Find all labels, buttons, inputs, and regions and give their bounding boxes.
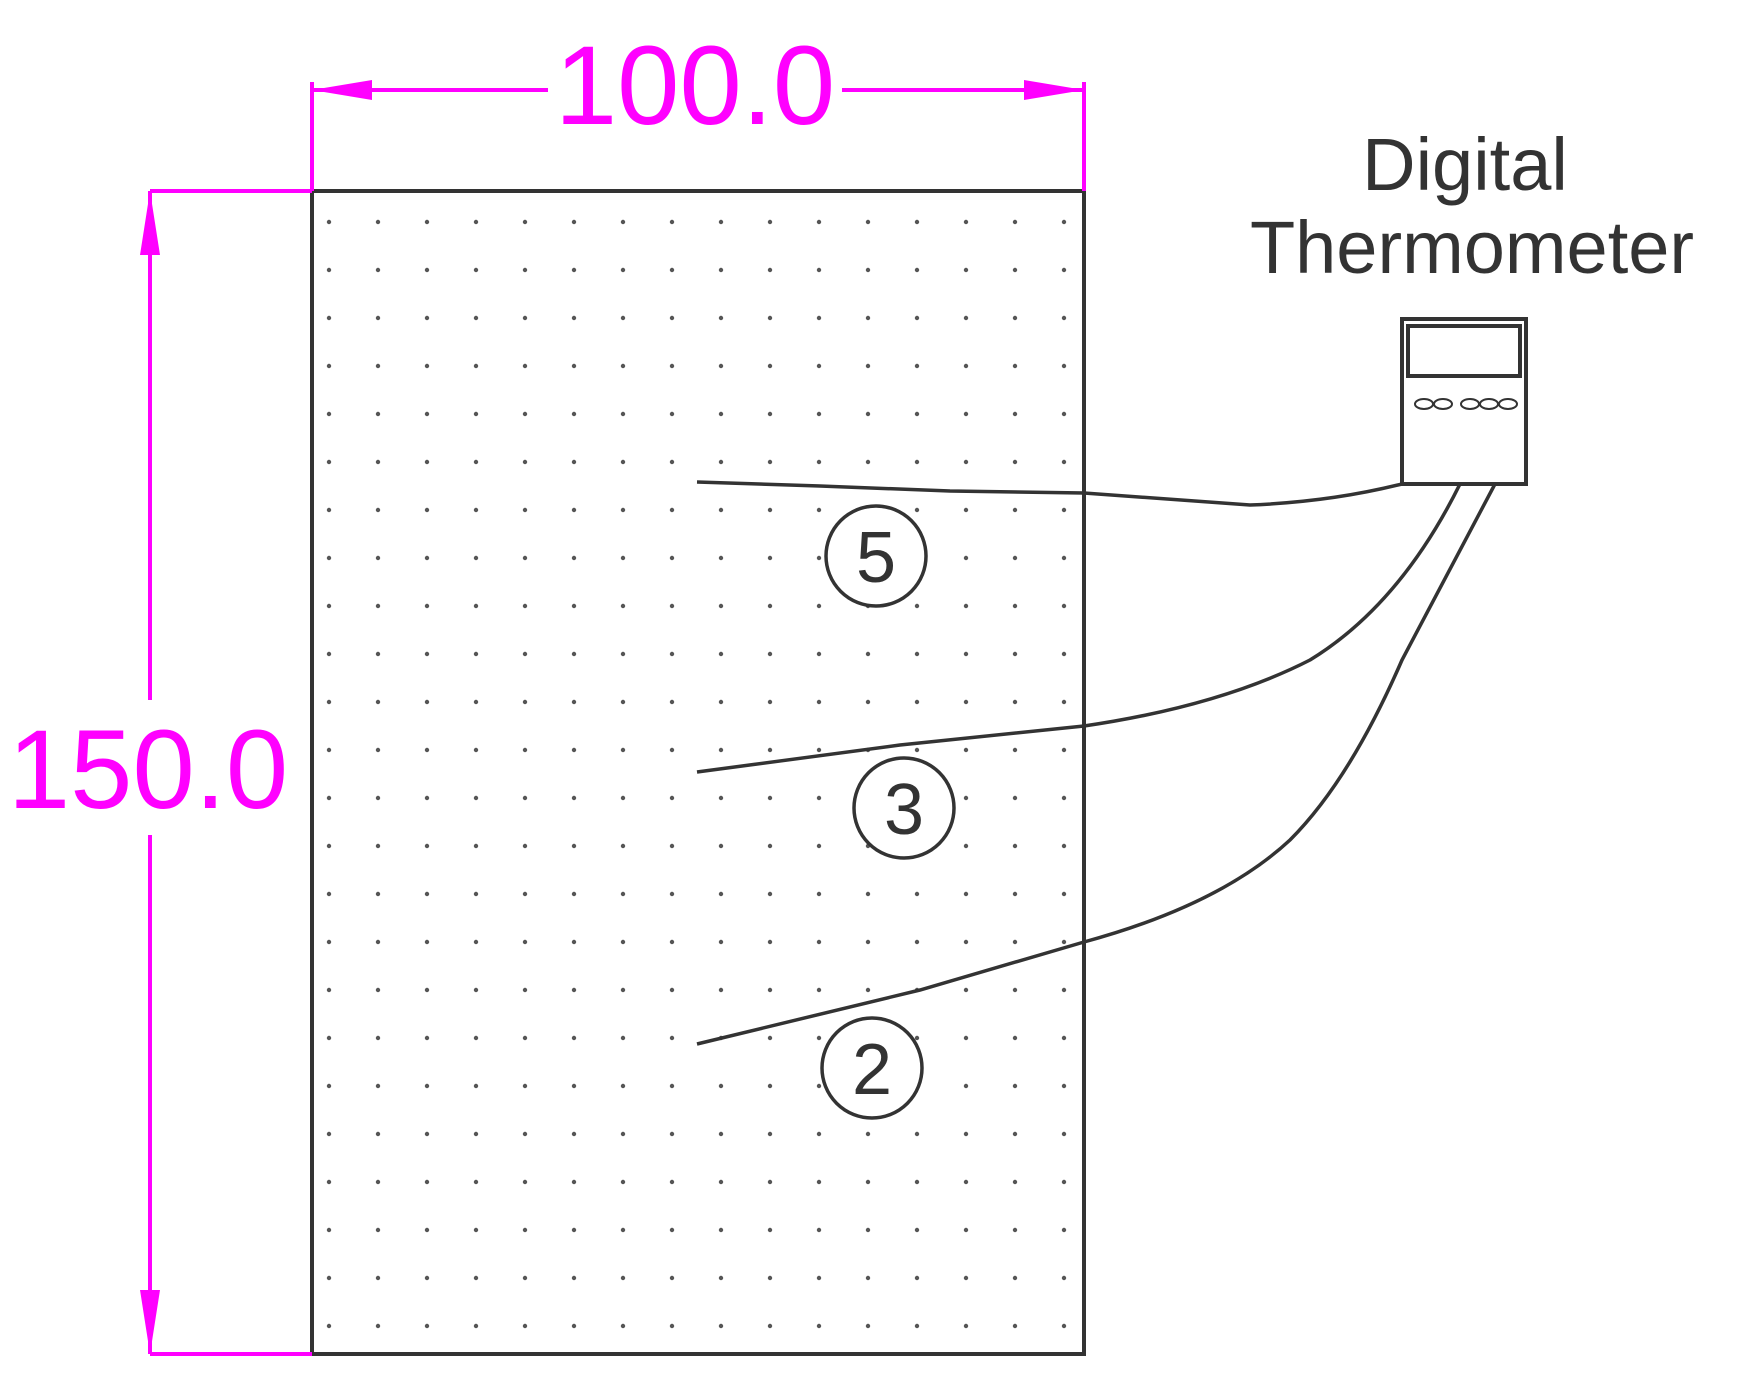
probe-wire-5 [696, 480, 1403, 507]
probe-wires [696, 480, 1497, 1046]
probe-number-2: 2 [852, 1030, 892, 1110]
width-dimension [310, 80, 1086, 191]
height-dimension [140, 189, 312, 1356]
probe-marker-5: 5 [824, 504, 928, 608]
thermometer-label-line2: Thermometer [1250, 206, 1694, 289]
width-dimension-label: 100.0 [555, 23, 835, 148]
digital-thermometer-icon [1400, 317, 1528, 486]
probe-wire-3 [696, 483, 1462, 774]
probe-wire-2 [696, 483, 1497, 1046]
height-dimension-label: 150.0 [8, 707, 288, 832]
probe-marker-3: 3 [852, 756, 956, 860]
probe-marker-2: 2 [820, 1016, 924, 1120]
thermometer-label-line1: Digital [1362, 123, 1568, 206]
probe-number-3: 3 [884, 770, 924, 850]
probe-number-5: 5 [856, 518, 896, 598]
